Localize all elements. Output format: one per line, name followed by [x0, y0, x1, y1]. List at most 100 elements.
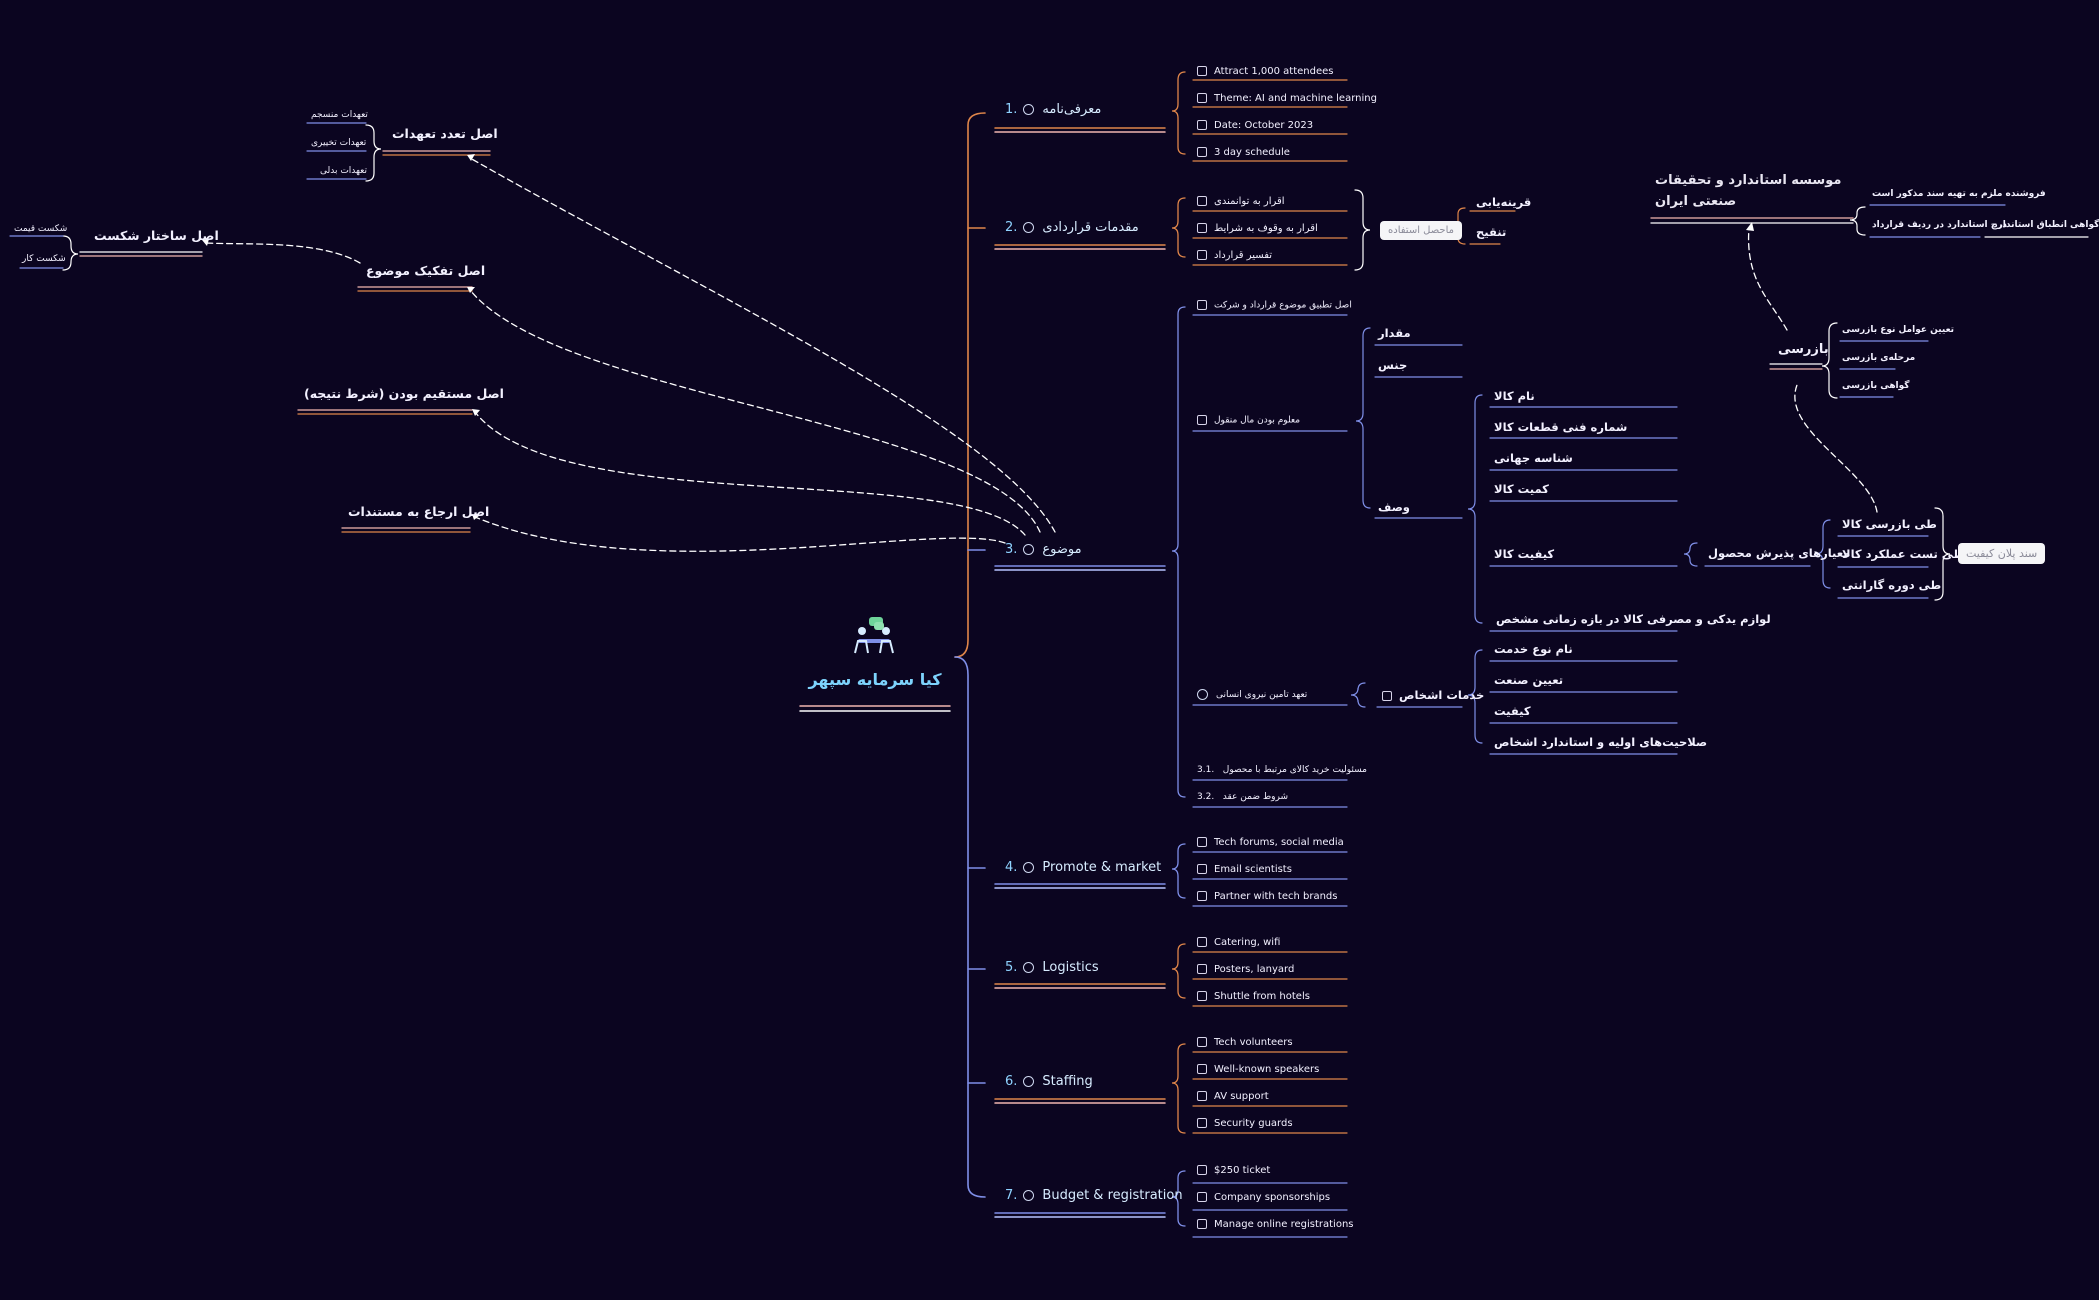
checkbox-icon[interactable] [1197, 196, 1207, 206]
principle-breakdown[interactable]: اصل ساختار شکست [94, 228, 219, 243]
central-title[interactable]: کیا سرمایه سپهر [808, 670, 942, 689]
service-item[interactable]: کیفیت [1494, 704, 1531, 718]
inspection-item[interactable]: گواهی بازرسی [1842, 381, 1910, 391]
principle-sub-item[interactable]: تعهدات بدلی [320, 166, 368, 176]
checkbox-icon[interactable] [1197, 1219, 1207, 1229]
checkbox-icon[interactable] [1197, 250, 1207, 260]
checkbox-icon[interactable] [1197, 837, 1207, 847]
checkbox-icon[interactable] [1382, 690, 1392, 701]
principle-obligations[interactable]: اصل تعدد تعهدات [392, 126, 498, 141]
list-item[interactable]: Posters, lanyard [1197, 964, 1294, 975]
list-item[interactable]: Well-known speakers [1197, 1064, 1319, 1075]
list-item[interactable]: AV support [1197, 1091, 1269, 1102]
inspection-label[interactable]: بازرسی [1778, 342, 1829, 357]
checkbox-icon[interactable] [1197, 415, 1207, 425]
list-item[interactable]: Partner with tech brands [1197, 891, 1338, 902]
list-item[interactable]: تعهد تامین نیروی انسانی [1197, 689, 1307, 700]
branch-label: Staffing [1042, 1074, 1093, 1089]
institute-extra[interactable]: گواهی انطباق استاندارد [1993, 220, 2099, 230]
service-item[interactable]: تعیین صنعت [1494, 673, 1564, 687]
list-item[interactable]: Manage online registrations [1197, 1219, 1354, 1230]
list-item[interactable]: Attract 1,000 attendees [1197, 66, 1333, 77]
principle-sub-item[interactable]: تعهدات تخییری [311, 138, 367, 148]
interpretation-item[interactable]: تنقیح [1476, 225, 1507, 239]
interpretation-box[interactable]: ماحصل استفاده [1380, 221, 1462, 240]
branch-7[interactable]: 7.Budget & registration [1005, 1188, 1183, 1203]
criteria-item[interactable]: طی بازرسی کالا [1842, 517, 1937, 531]
desc-item[interactable]: کمیت کالا [1494, 482, 1549, 496]
branch-6[interactable]: 6.Staffing [1005, 1074, 1093, 1089]
checkbox-icon[interactable] [1197, 1037, 1207, 1047]
checkbox-icon[interactable] [1197, 964, 1207, 974]
checkbox-icon[interactable] [1197, 1165, 1207, 1175]
checkbox-icon[interactable] [1197, 300, 1207, 310]
criteria-item[interactable]: طی دوره گارانتی [1842, 578, 1942, 592]
desc-item[interactable]: لوازم یدکی و مصرفی کالا در بازه زمانی مش… [1496, 612, 1771, 626]
desc-item[interactable]: کیفیت کالا [1494, 547, 1555, 561]
checkbox-icon[interactable] [1197, 1118, 1207, 1128]
checkbox-icon[interactable] [1197, 864, 1207, 874]
list-item[interactable]: 3.1. مسئولیت خرید کالای مرتبط با محصول [1197, 765, 1367, 775]
checkbox-icon[interactable] [1197, 66, 1207, 76]
list-item[interactable]: اقرار به وقوف به شرایط [1197, 223, 1318, 234]
checkbox-icon[interactable] [1197, 1091, 1207, 1101]
quality-plan-box[interactable]: سند پلان کیفیت [1958, 543, 2046, 564]
list-item[interactable]: Theme: AI and machine learning [1197, 93, 1377, 104]
list-item[interactable]: Tech volunteers [1197, 1037, 1293, 1048]
branch-5[interactable]: 5.Logistics [1005, 960, 1099, 975]
list-item[interactable]: Security guards [1197, 1118, 1293, 1129]
service-item[interactable]: صلاحیت‌های اولیه و استاندارد اشخاص [1494, 735, 1708, 749]
institute-item[interactable]: فروشنده ملزم به تهیه سند مذکور است [1872, 189, 2046, 199]
list-item[interactable]: معلوم بودن مال منقول [1197, 415, 1300, 426]
checkbox-icon[interactable] [1197, 1064, 1207, 1074]
list-item[interactable]: 3.2. شروط ضمن عقد [1197, 792, 1288, 802]
checkbox-icon[interactable] [1197, 1192, 1207, 1202]
service-item[interactable]: نام نوع خدمت [1494, 642, 1573, 656]
list-item[interactable]: Date: October 2023 [1197, 120, 1313, 131]
list-item[interactable]: 3 day schedule [1197, 147, 1290, 158]
checkbox-icon[interactable] [1197, 147, 1207, 157]
checkbox-icon[interactable] [1197, 937, 1207, 947]
list-item[interactable]: Company sponsorships [1197, 1192, 1330, 1203]
checkbox-icon[interactable] [1197, 93, 1207, 103]
list-item[interactable]: Tech forums, social media [1197, 837, 1344, 848]
list-item[interactable]: Catering, wifi [1197, 937, 1280, 948]
interpretation-item[interactable]: قرینه‌یابی [1476, 195, 1532, 209]
item-label: Security guards [1214, 1118, 1293, 1129]
desc-item[interactable]: نام کالا [1494, 389, 1535, 403]
principle-directness[interactable]: اصل مستقیم بودن (شرط نتیجه) [304, 386, 504, 401]
list-item[interactable]: اصل تطبیق موضوع قرارداد و شرکت [1197, 300, 1352, 311]
list-item[interactable]: Shuttle from hotels [1197, 991, 1310, 1002]
branch-2[interactable]: 2.مقدمات قراردادی [1005, 220, 1139, 235]
inspection-item[interactable]: تعیین عوامل نوع بازرسی [1842, 325, 1955, 335]
checkbox-icon[interactable] [1197, 891, 1207, 901]
branch-1[interactable]: 1.معرفی‌نامه [1005, 102, 1101, 117]
list-item[interactable]: Email scientists [1197, 864, 1292, 875]
branch-label: Budget & registration [1042, 1188, 1183, 1203]
criteria-label[interactable]: معیارهای پذیرش محصول [1708, 546, 1851, 560]
principle-sub-item[interactable]: شکست قیمت [14, 224, 68, 234]
inspection-item[interactable]: مرحله‌ی بازرسی [1842, 353, 1916, 363]
list-item[interactable]: تفسیر قرارداد [1197, 250, 1272, 261]
goods-item[interactable]: مقدار [1378, 326, 1411, 340]
desc-item[interactable]: شماره فنی قطعات کالا [1494, 420, 1628, 434]
item-label: Tech volunteers [1214, 1037, 1293, 1048]
list-item[interactable]: $250 ticket [1197, 1165, 1270, 1176]
institute-title[interactable]: موسسه استاندارد و تحقیقات صنعتی ایران [1655, 173, 1842, 209]
checkbox-icon[interactable] [1197, 120, 1207, 130]
desc-item[interactable]: شناسه جهانی [1494, 451, 1573, 465]
branch-4[interactable]: 4.Promote & market [1005, 860, 1161, 875]
checkbox-icon[interactable] [1197, 991, 1207, 1001]
branch-3[interactable]: 3.موضوع [1005, 542, 1082, 557]
principle-separation[interactable]: اصل تفکیک موضوع [366, 263, 486, 278]
principle-sub-item[interactable]: شکست کار [22, 254, 66, 264]
services-node[interactable]: خدمات اشخاص [1382, 688, 1484, 702]
institute-item[interactable]: درج استاندارد در ردیف قرارداد [1872, 220, 2008, 230]
list-item[interactable]: اقرار به توانمندی [1197, 196, 1285, 207]
principle-sub-item[interactable]: تعهدات منسجم [311, 110, 368, 120]
goods-item[interactable]: جنس [1378, 358, 1408, 372]
checkbox-icon[interactable] [1197, 223, 1207, 233]
principle-reference[interactable]: اصل ارجاع به مستندات [348, 504, 490, 519]
criteria-item[interactable]: طی تست عملکرد کالا [1842, 547, 1965, 561]
goods-item[interactable]: وصف [1378, 500, 1410, 514]
